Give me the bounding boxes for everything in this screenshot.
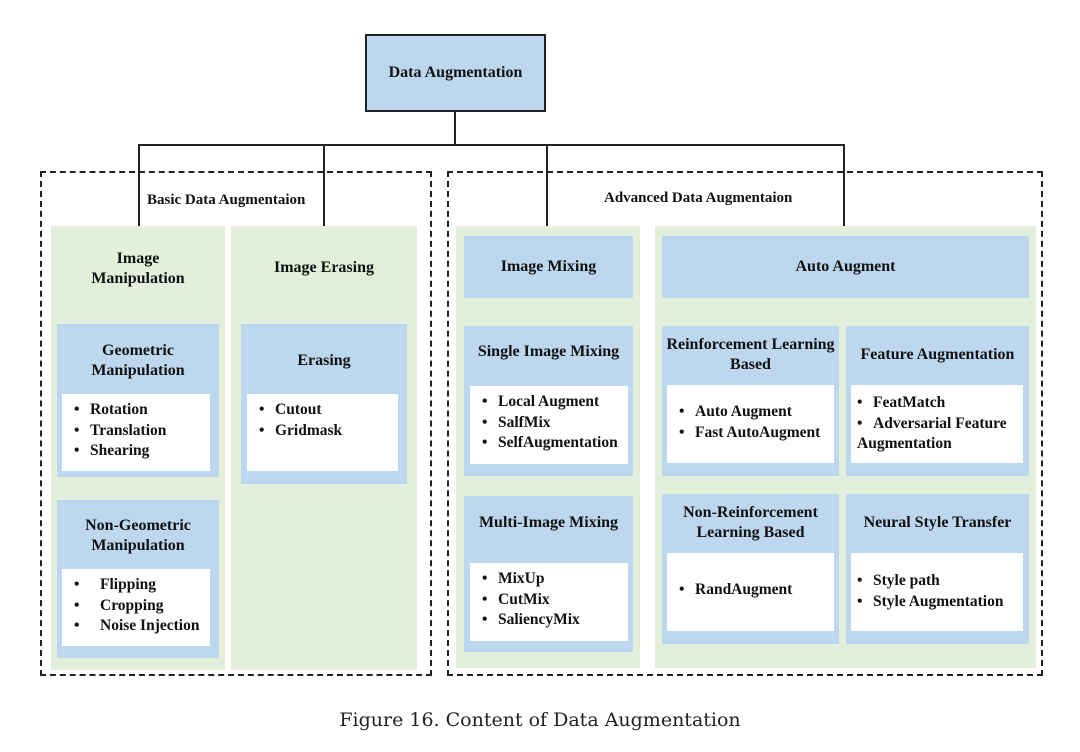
basic-group-frame [40, 171, 432, 676]
multi-image-mixing-list: •MixUp •CutMix •SaliencyMix [470, 563, 628, 641]
bullet-icon: • [857, 394, 863, 411]
bullet-icon: • [857, 572, 863, 589]
list-item: •CutMix [482, 590, 628, 611]
image-mixing-title: Image Mixing [464, 236, 633, 298]
bullet-icon: • [857, 592, 863, 610]
bullet-icon: • [679, 403, 685, 420]
bullet-icon: • [482, 570, 488, 587]
bullet-icon: • [259, 421, 265, 439]
connector-auto-augment [843, 144, 845, 227]
feature-augmentation-list: •FeatMatch •Adversarial Feature Augmenta… [851, 385, 1023, 463]
list-item: •Adversarial Feature Augmentation [857, 414, 1007, 453]
bullet-icon: • [482, 611, 488, 628]
non-rl-based-title: Non-Reinforcement Learning Based [683, 504, 818, 541]
list-item: •SaliencyMix [482, 610, 628, 631]
list-item: •Translation [74, 421, 210, 442]
image-erasing-title: Image Erasing [274, 259, 374, 276]
bullet-icon: • [679, 581, 685, 598]
bullet-icon: • [482, 590, 488, 608]
list-item: •Noise Injection [74, 616, 210, 637]
list-item: •Cutout [259, 400, 398, 421]
bullet-icon: • [74, 421, 80, 439]
neural-style-transfer-title: Neural Style Transfer [863, 514, 1012, 531]
bullet-icon: • [74, 617, 80, 634]
auto-augment-title: Auto Augment [662, 236, 1029, 298]
list-item: •Local Augment [482, 392, 628, 413]
bullet-icon: • [482, 434, 488, 451]
list-item: •Auto Augment [679, 402, 834, 423]
geometric-list: •Rotation •Translation •Shearing [62, 394, 210, 471]
root-label: Data Augmentation [388, 64, 523, 81]
list-item: •Style path [857, 571, 1023, 592]
bullet-icon: • [74, 442, 80, 459]
list-item: •Shearing [74, 441, 210, 462]
connector-horizontal [138, 144, 845, 146]
rl-based-title: Reinforcement Learning Based [666, 336, 835, 373]
bullet-icon: • [482, 393, 488, 410]
list-item: •FeatMatch [857, 393, 1023, 414]
bullet-icon: • [259, 401, 265, 418]
bullet-icon: • [74, 596, 80, 614]
root-node: Data Augmentation [365, 34, 546, 112]
bullet-icon: • [482, 413, 488, 431]
connector-image-manipulation [138, 144, 140, 227]
list-item: •SalfMix [482, 413, 628, 434]
connector-root-down [454, 112, 456, 145]
bullet-icon: • [74, 576, 80, 593]
geometric-title: Geometric Manipulation [91, 342, 185, 379]
image-manipulation-title: Image Manipulation [91, 250, 185, 287]
basic-group-title: Basic Data Augmentaion [147, 192, 306, 208]
list-item: •Flipping [74, 575, 210, 596]
non-rl-based-list: •RandAugment [667, 553, 834, 631]
connector-image-erasing [323, 144, 325, 227]
rl-based-list: •Auto Augment •Fast AutoAugment [667, 385, 834, 463]
single-image-mixing-title: Single Image Mixing [477, 343, 620, 360]
list-item: •SelfAugmentation [482, 433, 628, 454]
list-item: •RandAugment [679, 580, 834, 601]
list-item: •Style Augmentation [857, 592, 1023, 613]
single-image-mixing-list: •Local Augment •SalfMix •SelfAugmentatio… [470, 386, 628, 464]
bullet-icon: • [679, 423, 685, 441]
figure-caption: Figure 16. Content of Data Augmentation [339, 709, 741, 731]
list-item: •Gridmask [259, 421, 398, 442]
list-item: •Rotation [74, 400, 210, 421]
connector-image-mixing [546, 144, 548, 227]
erasing-title: Erasing [297, 352, 351, 369]
list-item: •MixUp [482, 569, 628, 590]
advanced-group-frame [447, 171, 1043, 676]
advanced-group-title: Advanced Data Augmentaion [604, 190, 793, 206]
list-item: •Cropping [74, 596, 210, 617]
multi-image-mixing-title: Multi-Image Mixing [478, 514, 619, 531]
non-geometric-list: •Flipping •Cropping •Noise Injection [62, 569, 210, 646]
non-geometric-title: Non-Geometric Manipulation [85, 517, 191, 554]
feature-augmentation-title: Feature Augmentation [860, 346, 1015, 363]
erasing-list: •Cutout •Gridmask [247, 394, 398, 471]
neural-style-transfer-list: •Style path •Style Augmentation [851, 553, 1023, 631]
bullet-icon: • [857, 414, 863, 432]
list-item: •Fast AutoAugment [679, 423, 834, 444]
bullet-icon: • [74, 401, 80, 418]
